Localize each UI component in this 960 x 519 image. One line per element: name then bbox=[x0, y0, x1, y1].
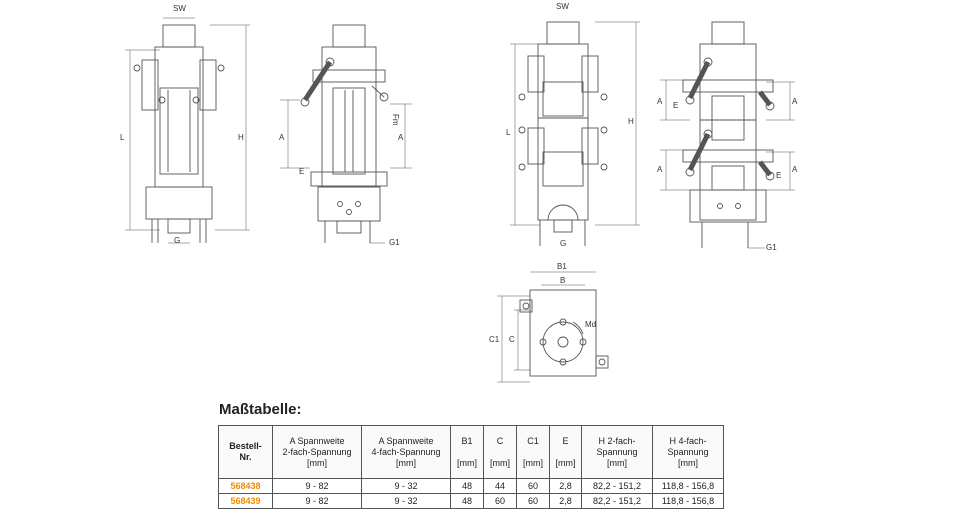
table-cell: 48 bbox=[450, 478, 484, 494]
dim-label-a-4: A bbox=[657, 165, 663, 174]
col-header-c1: C1 [mm] bbox=[516, 425, 550, 479]
view-2fach-side bbox=[280, 24, 412, 244]
view-4fach-side bbox=[660, 21, 795, 249]
dim-label-fm: Fm bbox=[391, 114, 400, 126]
view-top bbox=[497, 271, 609, 383]
dim-label-h-2: H bbox=[628, 117, 634, 126]
dim-label-a-3: A bbox=[657, 97, 663, 106]
table-cell: 82,2 - 151,2 bbox=[581, 478, 653, 494]
table-row: 568439 9 - 82 9 - 32 48 60 60 2,8 82,2 -… bbox=[218, 493, 724, 509]
dim-label-a-left: A bbox=[279, 133, 285, 142]
table-cell: 2,8 bbox=[549, 493, 582, 509]
col-header-h-2fach: H 2-fach-Spannung[mm] bbox=[581, 425, 653, 479]
dim-label-a-right: A bbox=[398, 133, 404, 142]
table-cell: 60 bbox=[516, 478, 550, 494]
table-cell: 9 - 82 bbox=[272, 493, 362, 509]
col-header-order-no: Bestell-Nr. bbox=[218, 425, 273, 479]
table-row: 568438 9 - 82 9 - 32 48 44 60 2,8 82,2 -… bbox=[218, 478, 724, 494]
dim-label-g: G bbox=[174, 236, 180, 245]
order-number-cell: 568439 bbox=[218, 493, 273, 509]
table-cell: 44 bbox=[483, 478, 517, 494]
view-4fach-front bbox=[510, 21, 640, 246]
table-cell: 9 - 82 bbox=[272, 478, 362, 494]
col-header-e: E [mm] bbox=[549, 425, 582, 479]
order-number-cell: 568438 bbox=[218, 478, 273, 494]
dim-label-h: H bbox=[238, 133, 244, 142]
dim-label-l-2: L bbox=[506, 128, 511, 137]
dim-label-g-2: G bbox=[560, 239, 566, 248]
col-header-h-4fach: H 4-fach-Spannung[mm] bbox=[652, 425, 724, 479]
dim-label-e: E bbox=[299, 167, 304, 176]
dim-label-e-3: E bbox=[776, 171, 781, 180]
table-cell: 9 - 32 bbox=[361, 493, 451, 509]
table-cell: 82,2 - 151,2 bbox=[581, 493, 653, 509]
dim-label-g1: G1 bbox=[389, 238, 400, 247]
view-2fach-front bbox=[125, 17, 250, 244]
dim-label-g1-2: G1 bbox=[766, 243, 777, 252]
dim-label-md: Md bbox=[585, 320, 596, 329]
dim-label-e-2: E bbox=[673, 101, 678, 110]
dim-label-b: B bbox=[560, 276, 565, 285]
dim-label-sw-2: SW bbox=[556, 2, 569, 11]
table-cell: 48 bbox=[450, 493, 484, 509]
technical-drawing: SW L H G A bbox=[120, 2, 798, 383]
dim-label-a-6: A bbox=[792, 165, 798, 174]
table-cell: 60 bbox=[516, 493, 550, 509]
dim-label-b1: B1 bbox=[557, 262, 567, 271]
table-cell: 2,8 bbox=[549, 478, 582, 494]
dim-label-l: L bbox=[120, 133, 125, 142]
table-cell: 60 bbox=[483, 493, 517, 509]
col-header-c: C [mm] bbox=[483, 425, 517, 479]
table-title: Maßtabelle: bbox=[219, 401, 302, 418]
dim-label-c: C bbox=[509, 335, 515, 344]
table-cell: 118,8 - 156,8 bbox=[652, 478, 724, 494]
table-cell: 9 - 32 bbox=[361, 478, 451, 494]
dim-label-c1: C1 bbox=[489, 335, 500, 344]
table-cell: 118,8 - 156,8 bbox=[652, 493, 724, 509]
dim-label-a-5: A bbox=[792, 97, 798, 106]
col-header-b1: B1 [mm] bbox=[450, 425, 484, 479]
dim-label-sw: SW bbox=[173, 4, 186, 13]
